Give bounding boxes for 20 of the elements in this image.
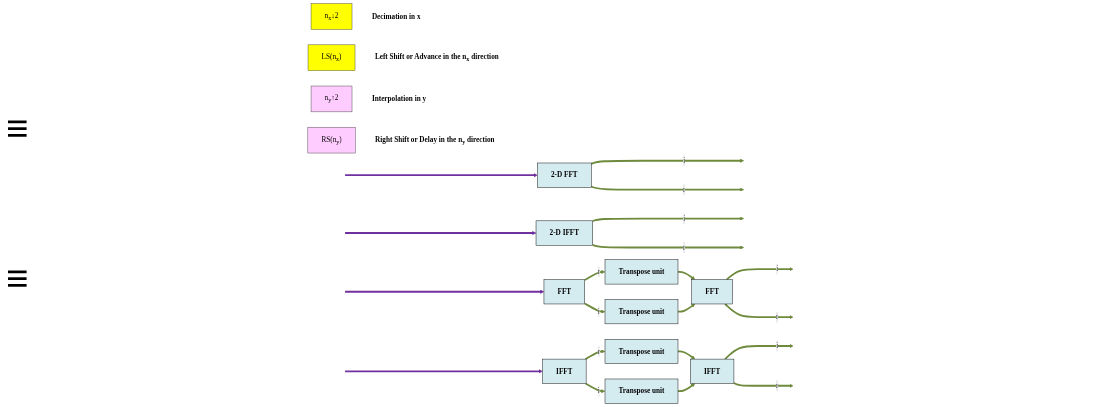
arrow bbox=[590, 158, 744, 165]
arrow bbox=[676, 271, 695, 280]
arrow bbox=[723, 303, 794, 320]
equivalence-sign: ≡ bbox=[6, 255, 29, 302]
arrow bbox=[583, 269, 605, 281]
arrow bbox=[590, 185, 744, 192]
arrow bbox=[591, 244, 744, 250]
arrow bbox=[343, 289, 544, 294]
arrow bbox=[725, 267, 794, 281]
arrow bbox=[676, 383, 695, 393]
arrow bbox=[723, 344, 794, 360]
arrow bbox=[584, 382, 605, 394]
equivalence-sign: ≡ bbox=[6, 105, 29, 152]
arrow bbox=[591, 216, 744, 223]
arrow bbox=[343, 369, 543, 374]
arrow bbox=[584, 349, 605, 360]
arrow bbox=[583, 302, 605, 314]
arrow bbox=[343, 173, 538, 178]
arrow bbox=[732, 382, 794, 388]
arrow bbox=[343, 231, 536, 235]
